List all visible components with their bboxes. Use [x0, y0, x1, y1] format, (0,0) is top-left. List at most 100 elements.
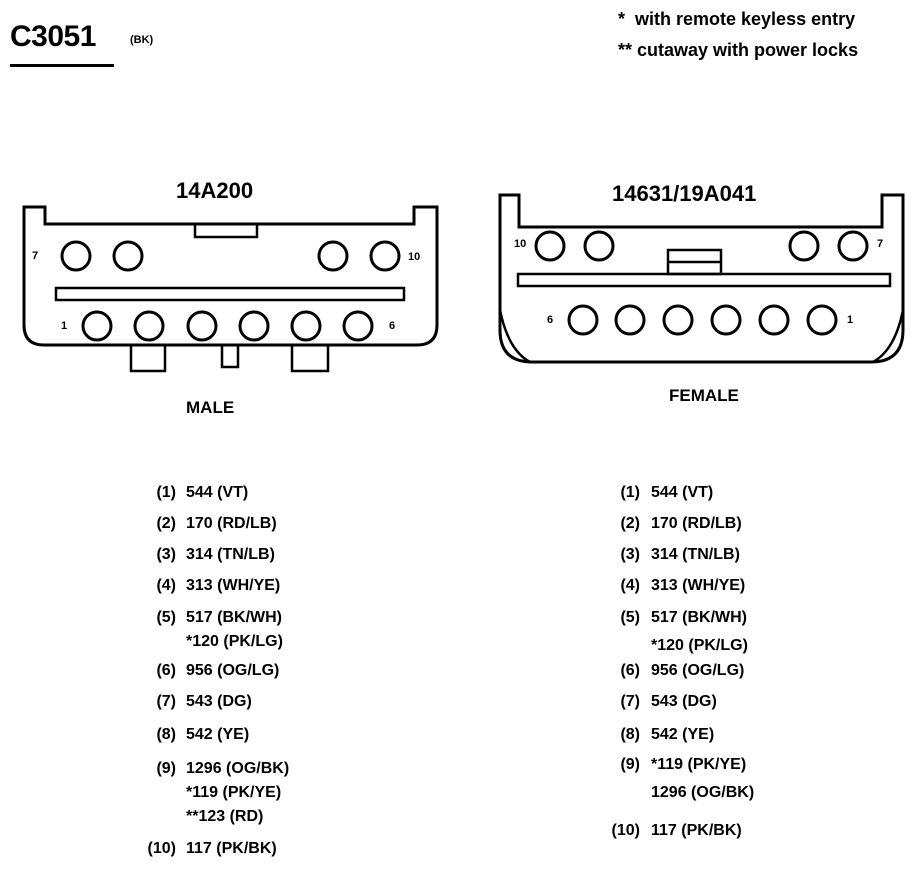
- male-pin-circuit: 542 (YE): [186, 726, 250, 743]
- male-pin-circuit: **123 (RD): [186, 808, 264, 825]
- male-pin-number-text: (5): [156, 609, 176, 626]
- female-pin-number-text: (1): [620, 484, 640, 501]
- female-pin-5: [614, 304, 646, 336]
- female-pin-circuit: *120 (PK/LG): [651, 637, 748, 654]
- male-pin-circuit: 956 (OG/LG): [186, 662, 280, 679]
- male-pin-circuit: 170 (RD/LB): [186, 515, 277, 532]
- female-pin-7: [837, 230, 869, 262]
- title-underline: [10, 64, 114, 67]
- female-pin-circuit: 542 (YE): [651, 726, 715, 743]
- male-pin-number: (5): [136, 608, 176, 628]
- female-pin-label-1: 1: [847, 314, 854, 326]
- male-pin-number: (1): [136, 483, 176, 503]
- female-pin-number: (3): [600, 545, 640, 565]
- female-pin-circuit: 313 (WH/YE): [651, 577, 746, 594]
- note-remote-keyless: * with remote keyless entry: [618, 9, 856, 29]
- female-pin-number: (2): [600, 514, 640, 534]
- female-pin-number: (7): [600, 692, 640, 712]
- male-pin-number-text: (9): [156, 760, 176, 777]
- connector-id: C3051: [10, 20, 96, 53]
- female-pin-circuit: 517 (BK/WH): [651, 609, 748, 626]
- female-pin-circuit: 314 (TN/LB): [651, 546, 740, 563]
- female-pin-circuit: 1296 (OG/BK): [651, 784, 755, 801]
- male-pin-circuit: 544 (VT): [186, 484, 249, 501]
- male-pin-2: [133, 310, 165, 342]
- male-pin-7: [60, 240, 92, 272]
- female-pin-label-7: 7: [877, 238, 884, 250]
- male-pin-circuit: 517 (BK/WH): [186, 609, 283, 626]
- female-corner-right: [872, 309, 905, 364]
- connector-color: (BK): [130, 34, 154, 46]
- female-pin-number: (5): [600, 608, 640, 628]
- male-pin-number-text: (3): [156, 546, 176, 563]
- male-latch-left: [129, 345, 167, 373]
- male-pin-number-text: (10): [147, 840, 176, 857]
- female-pin-4: [662, 304, 694, 336]
- male-pin-number: (7): [136, 692, 176, 712]
- male-pin-circuit: *119 (PK/YE): [186, 784, 282, 801]
- female-pin-number-text: (8): [620, 726, 640, 743]
- female-pin-circuit: 543 (DG): [651, 693, 717, 710]
- male-pin-number-text: (7): [156, 693, 176, 710]
- male-pin-number-text: (2): [156, 515, 176, 532]
- male-pin-number: (3): [136, 545, 176, 565]
- female-pin-6: [567, 304, 599, 336]
- female-pin-circuit: 544 (VT): [651, 484, 714, 501]
- female-pin-1: [806, 304, 838, 336]
- female-pin-number-text: (4): [620, 577, 640, 594]
- male-pin-circuit: 117 (PK/BK): [186, 840, 277, 857]
- female-pin-number: (1): [600, 483, 640, 503]
- male-pin-circuit: 543 (DG): [186, 693, 252, 710]
- male-pin-number-text: (8): [156, 726, 176, 743]
- female-pin-number: (6): [600, 661, 640, 681]
- female-pin-number: (4): [600, 576, 640, 596]
- male-pin-8: [112, 240, 144, 272]
- female-pin-circuit: 170 (RD/LB): [651, 515, 742, 532]
- female-bar: [516, 272, 892, 288]
- female-pin-number-text: (2): [620, 515, 640, 532]
- male-pin-5: [290, 310, 322, 342]
- male-pin-10: [369, 240, 401, 272]
- male-label: MALE: [186, 398, 235, 417]
- female-pin-3: [710, 304, 742, 336]
- male-pin-number: (9): [136, 759, 176, 779]
- male-pin-label-10: 10: [408, 251, 421, 263]
- female-pin-number-text: (3): [620, 546, 640, 563]
- male-pin-number-text: (6): [156, 662, 176, 679]
- male-pin-1: [81, 310, 113, 342]
- male-pin-number: (10): [136, 839, 176, 859]
- female-pin-number: (8): [600, 725, 640, 745]
- female-pin-number-text: (9): [620, 756, 640, 773]
- female-pin-number-text: (10): [611, 822, 640, 839]
- female-label: FEMALE: [669, 386, 739, 405]
- female-corner-left: [498, 309, 531, 364]
- male-pin-circuit: 313 (WH/YE): [186, 577, 281, 594]
- female-pin-2: [758, 304, 790, 336]
- male-pin-number: (8): [136, 725, 176, 745]
- female-pin-circuit: 956 (OG/LG): [651, 662, 745, 679]
- male-pin-label-6: 6: [389, 320, 396, 332]
- male-pin-number: (6): [136, 661, 176, 681]
- male-pin-4: [238, 310, 270, 342]
- male-pin-circuit: 314 (TN/LB): [186, 546, 275, 563]
- female-pin-10: [534, 230, 566, 262]
- male-connector-body: [22, 205, 439, 347]
- male-pin-number: (2): [136, 514, 176, 534]
- male-pin-circuit: *120 (PK/LG): [186, 633, 283, 650]
- female-pin-number-text: (7): [620, 693, 640, 710]
- male-latch-mid: [220, 345, 240, 369]
- male-latch-right: [290, 345, 330, 373]
- male-pin-circuit: 1296 (OG/BK): [186, 760, 290, 777]
- female-pin-number: (9): [600, 755, 640, 775]
- female-pin-label-6: 6: [547, 314, 554, 326]
- female-pin-8: [788, 230, 820, 262]
- male-key-tab: [193, 222, 259, 239]
- male-pin-number-text: (4): [156, 577, 176, 594]
- female-part-number: 14631/19A041: [612, 181, 757, 206]
- female-pin-number-text: (6): [620, 662, 640, 679]
- female-connector-body: [498, 193, 905, 364]
- female-pin-label-10: 10: [514, 238, 527, 250]
- male-pin-number: (4): [136, 576, 176, 596]
- male-bar: [54, 286, 406, 302]
